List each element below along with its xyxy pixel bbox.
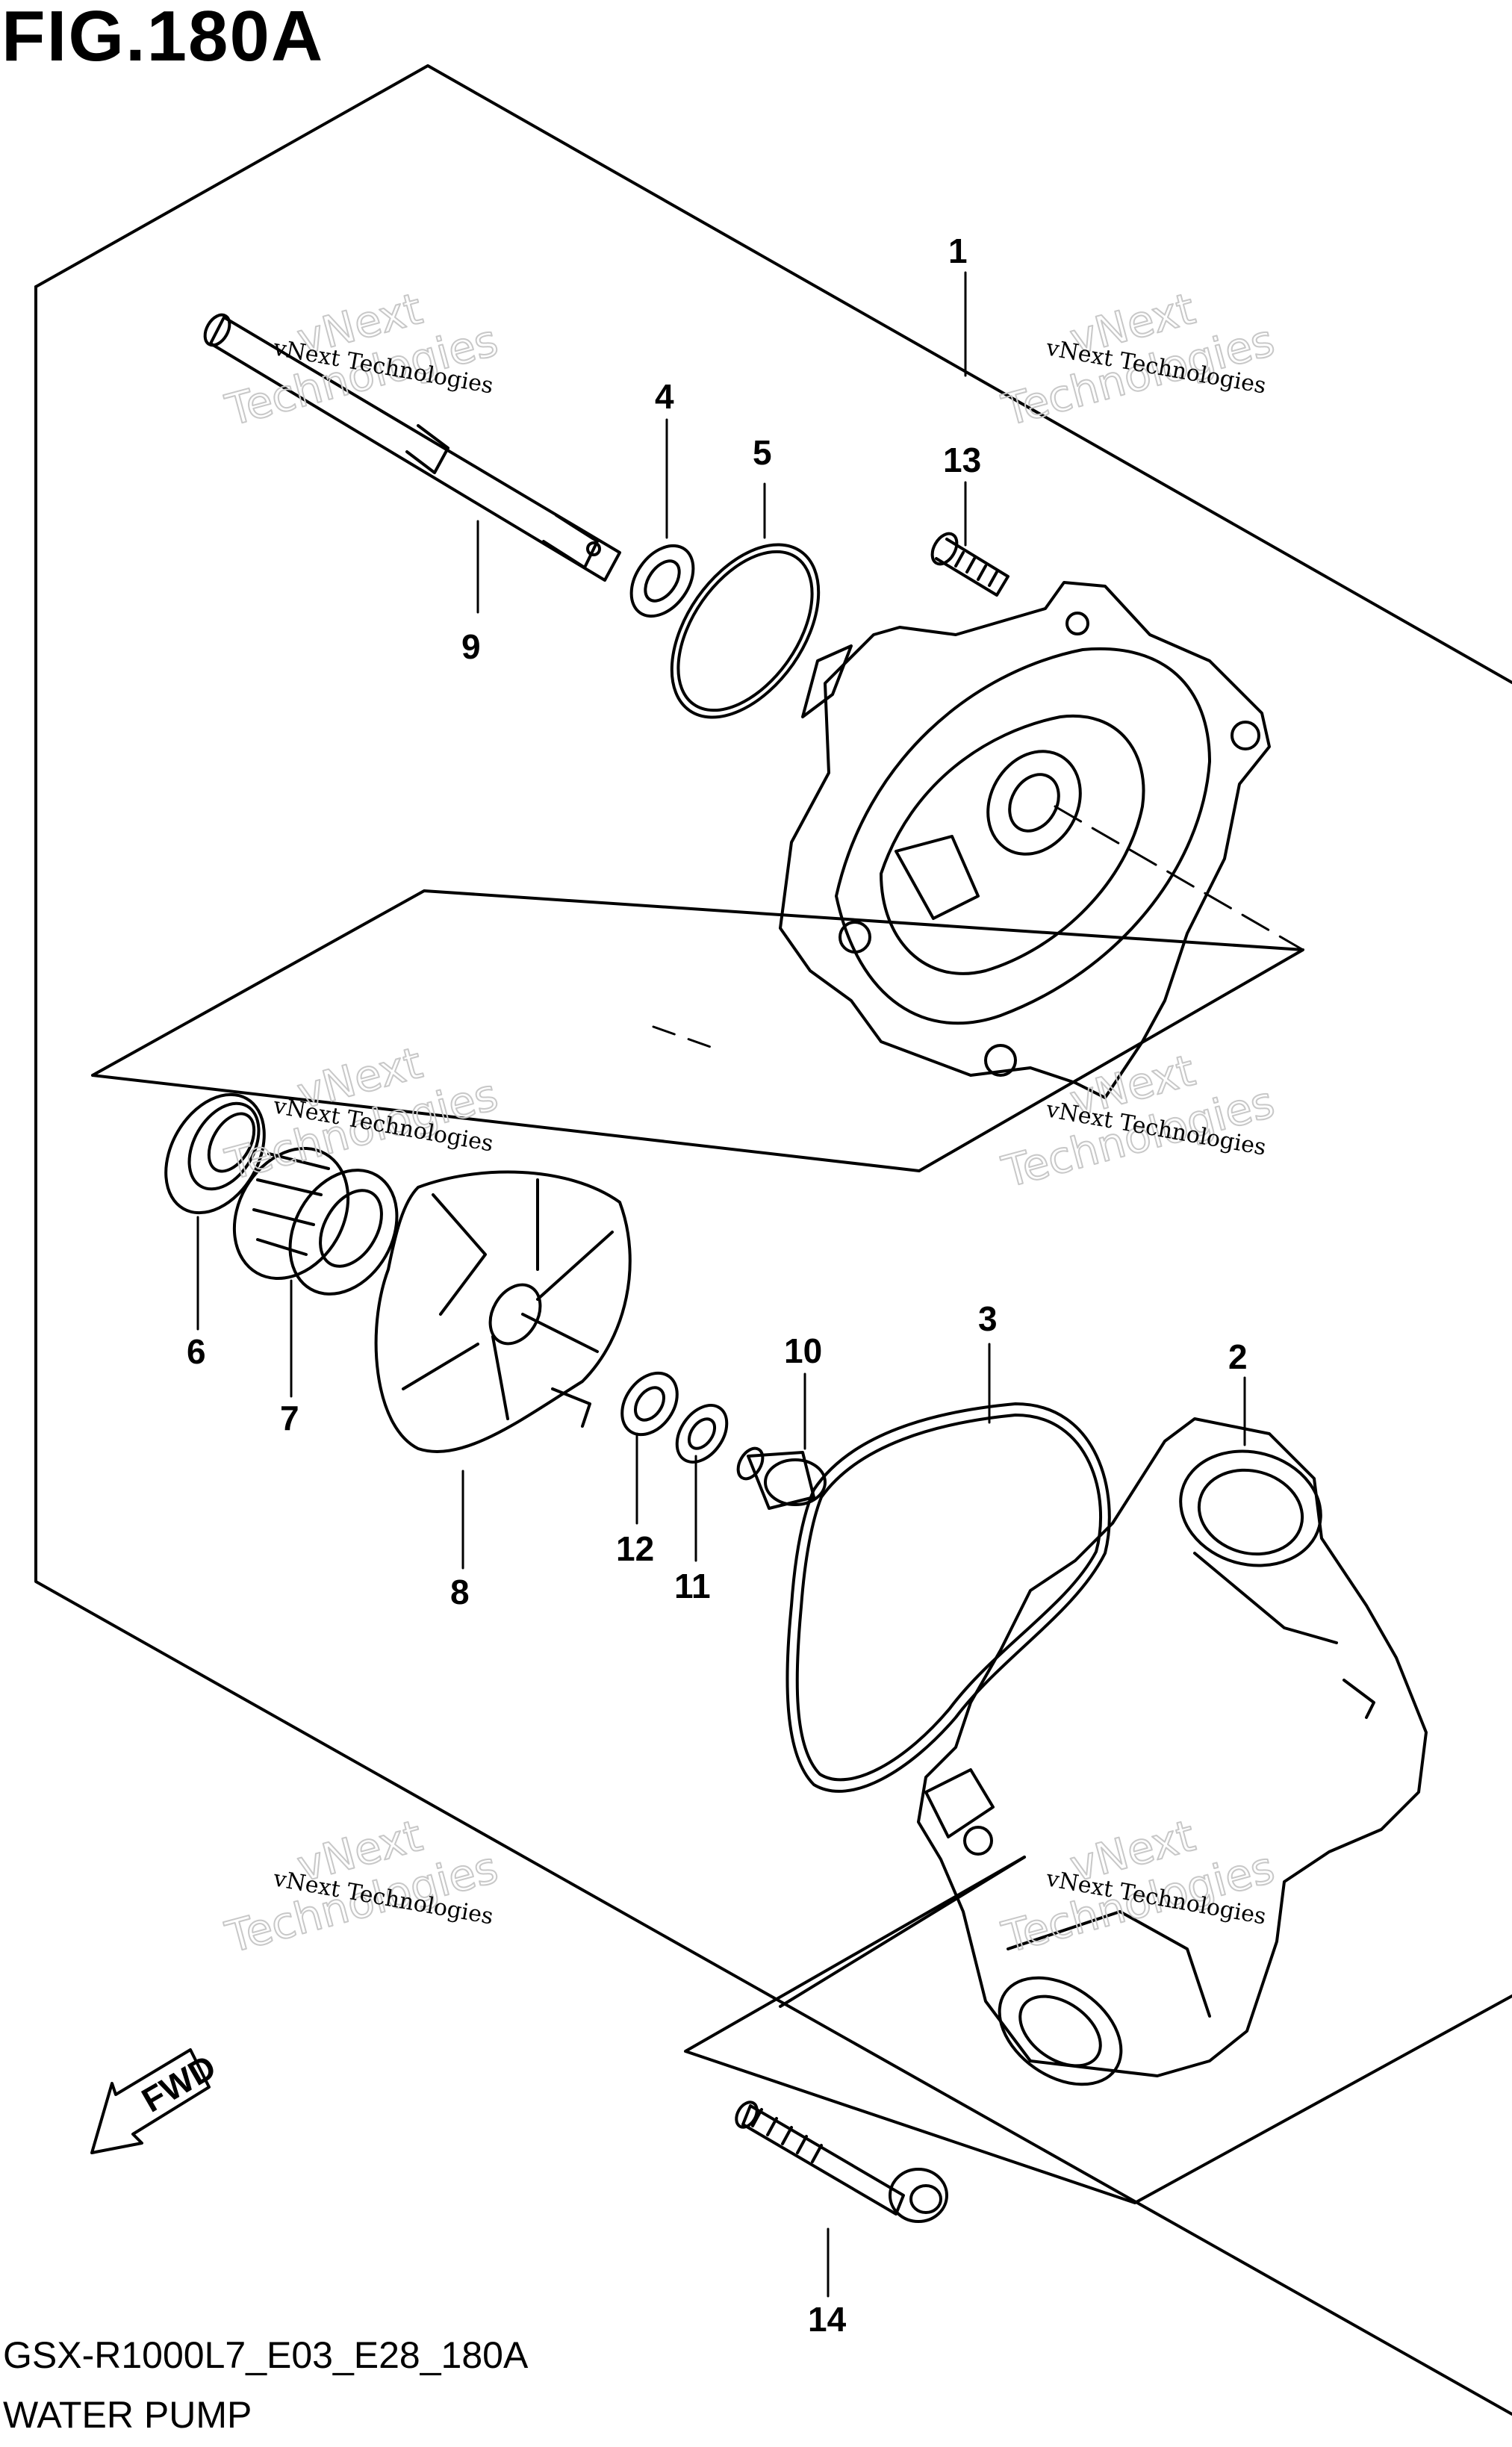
watermark-1: Technologies vNext vNext Technologies	[220, 282, 503, 437]
watermark-2: Technologies vNext vNext Technologies	[996, 282, 1280, 437]
figure-title: FIG.180A	[1, 0, 325, 76]
leader-lines-lower	[196, 1216, 1246, 2298]
frame-upper	[34, 64, 1512, 684]
o-ring-3	[785, 1402, 1111, 1793]
bolt-10	[736, 1446, 827, 1510]
callout-11: 11	[674, 1567, 711, 1605]
callout-14: 14	[808, 2300, 847, 2339]
watermark-4: Technologies vNext vNext Technologies	[996, 1044, 1280, 1198]
leader-lines-upper	[476, 271, 1304, 1051]
figure-name: WATER PUMP	[3, 2394, 252, 2436]
callout-2: 2	[1228, 1337, 1248, 1376]
washer-4	[629, 544, 695, 618]
fwd-arrow-icon	[90, 2048, 211, 2154]
callout-6: 6	[187, 1332, 206, 1371]
watermark-6: Technologies vNext vNext Technologies	[996, 1809, 1280, 1964]
callout-4: 4	[655, 377, 674, 416]
pump-cover	[917, 1417, 1428, 2086]
callout-9: 9	[461, 627, 481, 666]
callout-10: 10	[784, 1331, 822, 1370]
callout-8: 8	[450, 1573, 470, 1611]
pump-shaft	[203, 313, 621, 582]
callout-3: 3	[978, 1299, 998, 1338]
callout-group: 1 2 3 4 5 6 7 8 9 10 11 12 13 14	[187, 231, 1248, 2339]
o-ring-5	[670, 543, 821, 719]
frame-lower	[684, 1856, 1512, 2204]
callout-12: 12	[616, 1529, 654, 1568]
pump-body	[779, 581, 1271, 1099]
impeller-8	[374, 1170, 632, 1453]
mechanical-seal-7	[232, 1146, 399, 1296]
callout-13: 13	[943, 441, 981, 479]
washer-11	[675, 1404, 729, 1464]
callout-7: 7	[280, 1399, 299, 1437]
bolt-14	[735, 2101, 948, 2223]
watermark-5: Technologies vNext vNext Technologies	[220, 1809, 503, 1964]
bolt-13	[930, 532, 1009, 597]
callout-1: 1	[948, 231, 968, 270]
frame-upper-left-edge	[34, 285, 1512, 2416]
washer-12	[620, 1371, 679, 1437]
watermark-3: Technologies vNext vNext Technologies	[220, 1036, 503, 1191]
callout-5: 5	[753, 433, 772, 472]
figure-code: GSX-R1000L7_E03_E28_180A	[3, 2334, 529, 2376]
